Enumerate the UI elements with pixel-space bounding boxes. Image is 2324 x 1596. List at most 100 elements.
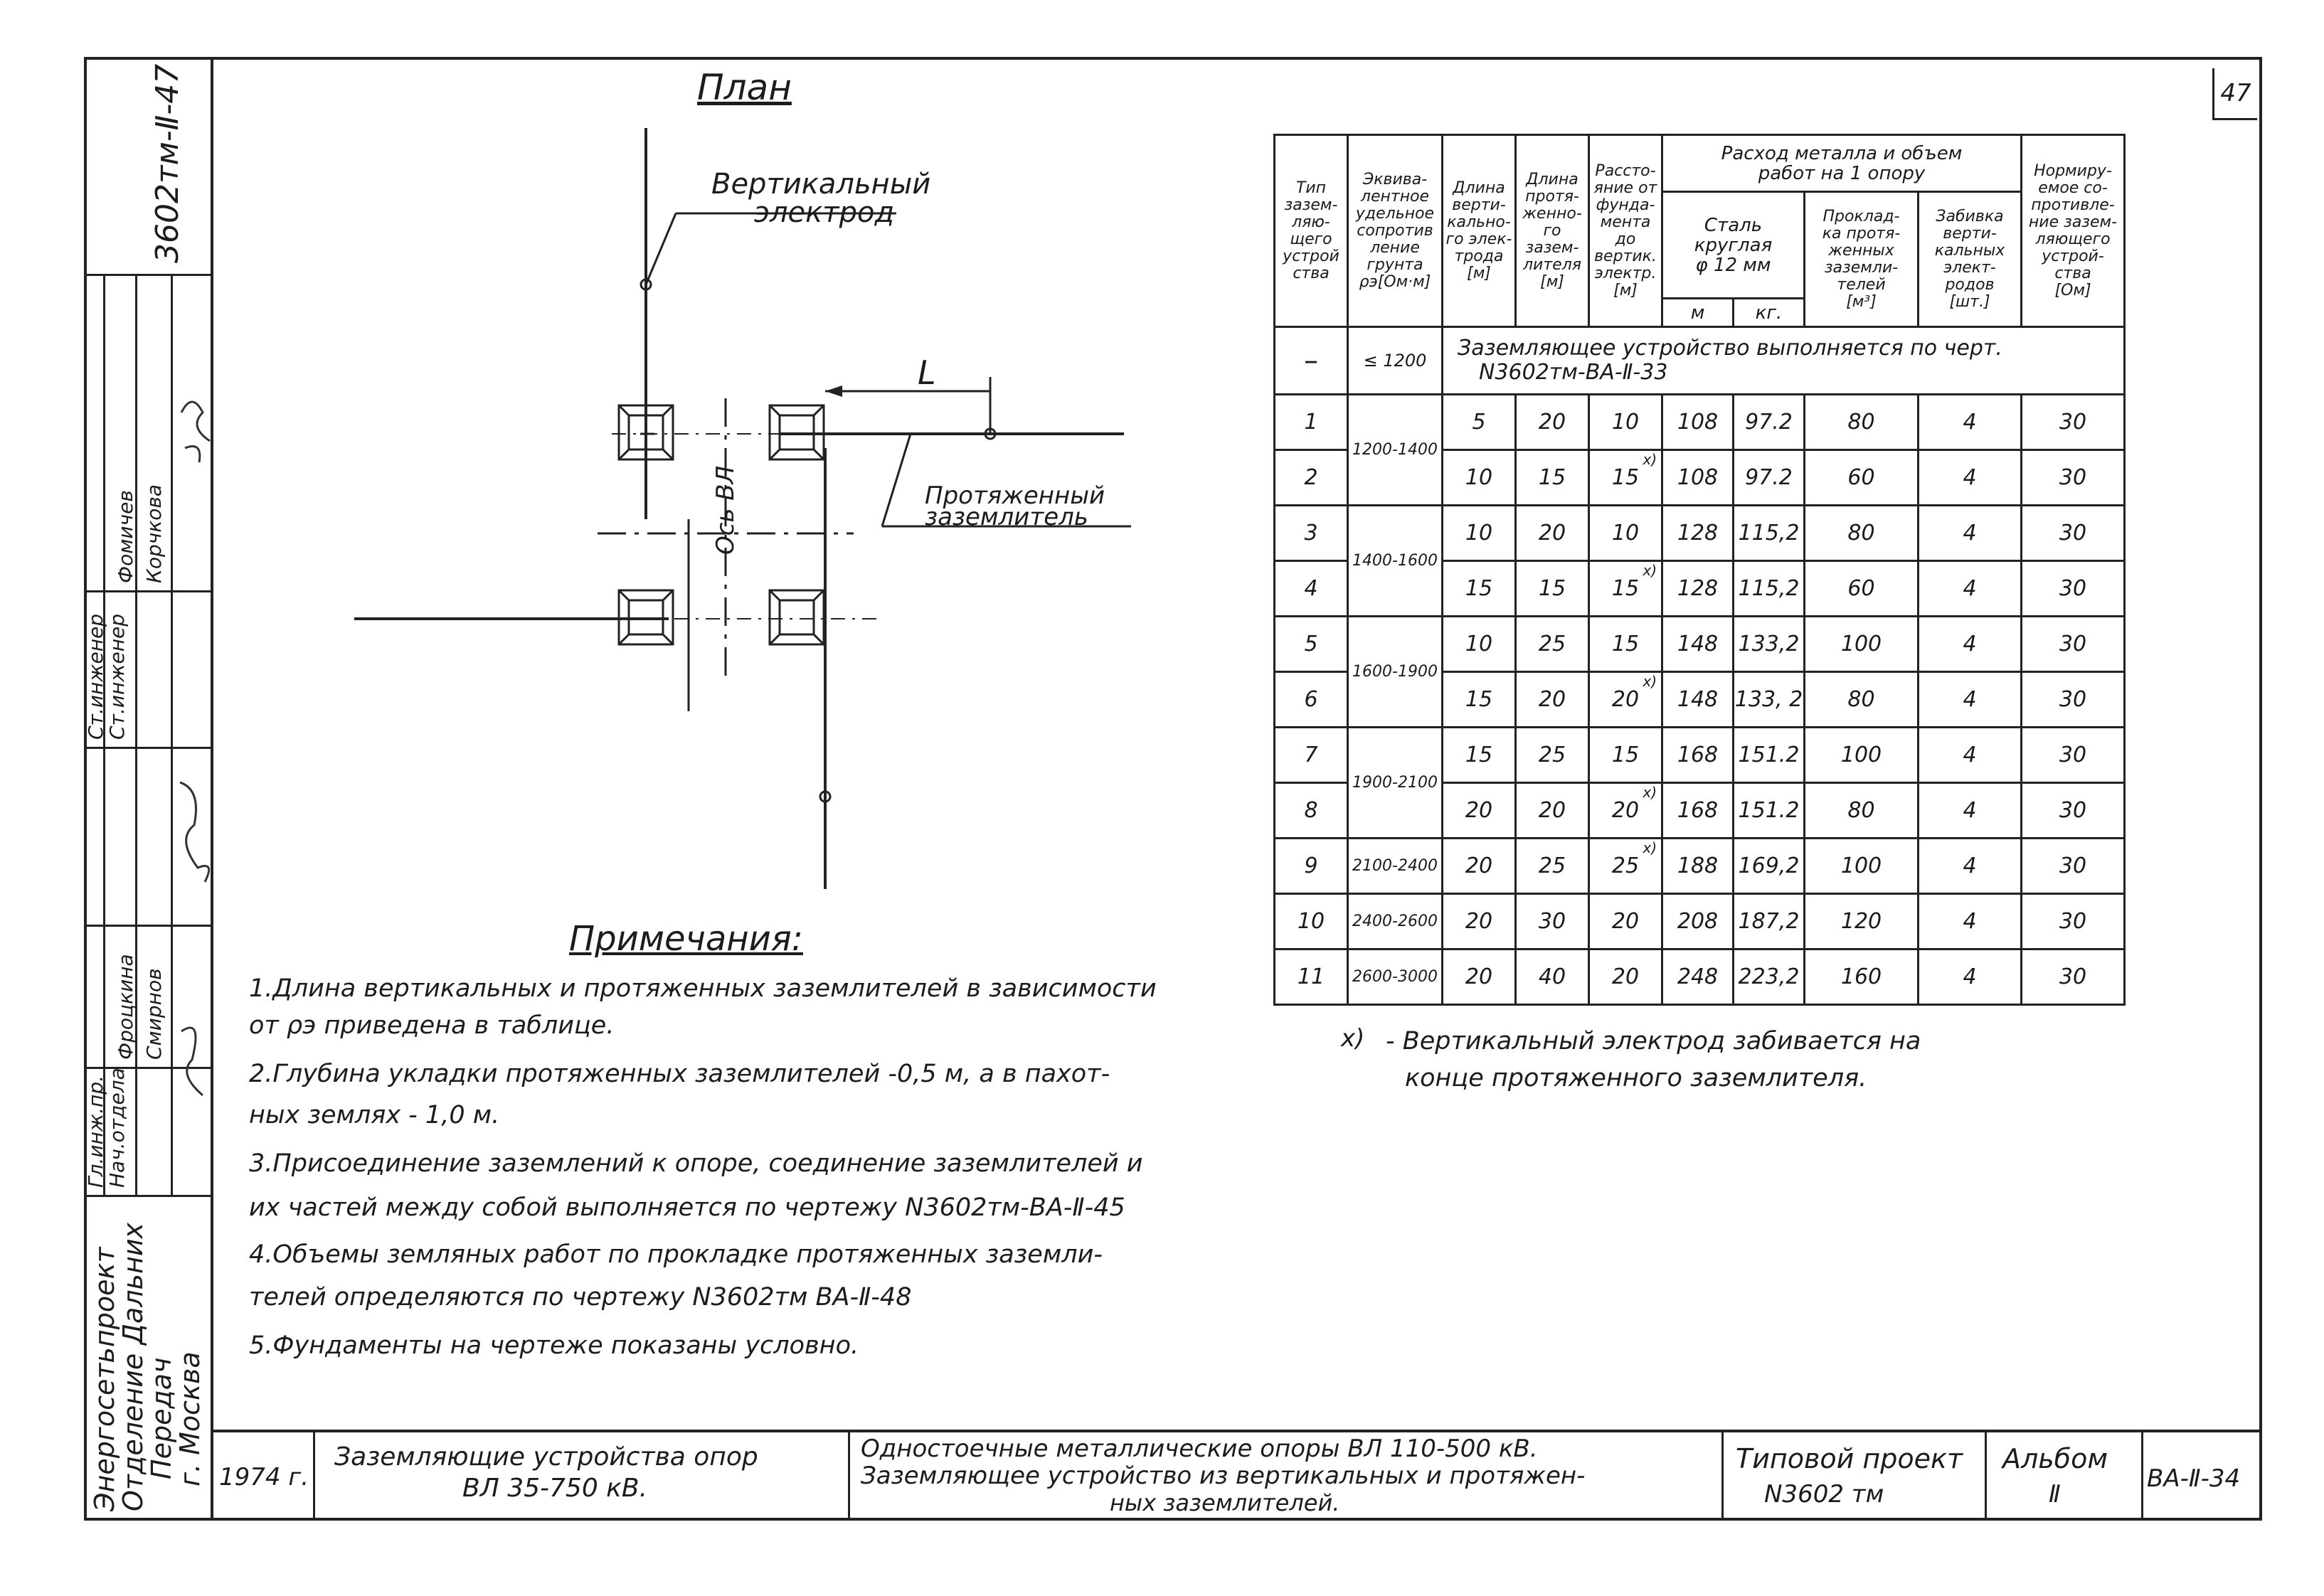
cell-type: 6	[1273, 671, 1349, 728]
header-line: Проклад-	[1822, 207, 1900, 225]
hdr-norm: Нормиру-емое со-противле-ние зазем-ляюще…	[2020, 134, 2126, 328]
cell-h: 15	[1514, 560, 1590, 617]
header-line: ляющего	[2035, 230, 2111, 248]
cell-lay: 80	[1803, 782, 1919, 839]
cell-v: 20	[1441, 948, 1517, 1006]
label-horizontal-2: заземлитель	[925, 503, 1088, 531]
header-line: Длина	[1453, 179, 1505, 197]
row0-type: –	[1273, 326, 1349, 395]
cell-kg: 115,2	[1732, 560, 1805, 617]
note-line: 2.Глубина укладки протяженных заземлител…	[249, 1060, 1110, 1088]
tb-name-1: Заземляющие устройства опор	[334, 1442, 758, 1472]
note-line: 5.Фундаменты на чертеже показаны условно…	[249, 1331, 859, 1360]
dist-value: 15	[1611, 576, 1640, 601]
header-line: устрой-	[2042, 247, 2104, 265]
cell-norm: 30	[2020, 560, 2126, 617]
cell-h: 30	[1514, 893, 1590, 950]
note-line: 4.Объемы земляных работ по прокладке про…	[249, 1240, 1103, 1269]
side-role-3: Ст.инженер	[105, 613, 129, 740]
header-line: родов	[1945, 275, 1995, 294]
side-divider	[84, 1067, 213, 1069]
dist-value: 20	[1611, 687, 1640, 712]
cell-kg: 169,2	[1732, 837, 1805, 895]
cell-kg: 133,2	[1732, 615, 1805, 673]
titleblock-top-border	[213, 1430, 2262, 1432]
dist-value: 10	[1611, 521, 1640, 546]
side-name-3: Корчкова	[142, 484, 166, 583]
cell-norm: 30	[2020, 393, 2126, 451]
cell-equiv: 1400-1600	[1347, 504, 1443, 617]
label-axis: Ось ВЛ	[711, 465, 740, 555]
tb-divider	[1721, 1430, 1724, 1521]
cell-drive: 4	[1917, 560, 2022, 617]
footnote-ref: х)	[1643, 839, 1657, 856]
cell-v: 15	[1441, 560, 1517, 617]
cell-norm: 30	[2020, 671, 2126, 728]
label-vertical-electrode-1: Вертикальный	[711, 168, 931, 201]
header-line: верти-	[1452, 196, 1506, 214]
cell-type: 11	[1273, 948, 1349, 1006]
header-line: кальных	[1934, 241, 2005, 260]
tb-divider	[313, 1430, 315, 1521]
header-line: Эквива-	[1362, 170, 1428, 188]
cell-kg: 151.2	[1732, 726, 1805, 784]
header-line: противле-	[2031, 196, 2115, 214]
cell-kg: 187,2	[1732, 893, 1805, 950]
side-org-1: Энергосетьпроект	[89, 1247, 120, 1511]
tb-desc-1: Одностоечные металлические опоры ВЛ 110-…	[861, 1435, 1538, 1463]
label-horizontal-1: Протяженный	[925, 482, 1105, 510]
cell-kg: 223,2	[1732, 948, 1805, 1006]
header-line: [шт.]	[1949, 292, 1990, 311]
tb-year: 1974 г.	[219, 1463, 309, 1491]
header-line: протя-	[1525, 187, 1579, 206]
cell-m: 208	[1661, 893, 1734, 950]
side-role-4: Ст.инженер	[84, 613, 107, 740]
header-line: мента	[1600, 213, 1651, 231]
cell-h: 15	[1514, 449, 1590, 506]
header-line: ства	[2054, 264, 2091, 282]
header-line: телей	[1837, 275, 1886, 294]
side-divider	[84, 925, 213, 927]
cell-kg: 97.2	[1732, 393, 1805, 451]
cell-h: 25	[1514, 837, 1590, 895]
header-line: до	[1615, 230, 1636, 248]
cell-type: 7	[1273, 726, 1349, 784]
dist-value: 20	[1611, 798, 1640, 823]
cell-lay: 100	[1803, 837, 1919, 895]
cell-m: 168	[1661, 782, 1734, 839]
side-name-4: Фомичев	[114, 490, 137, 583]
side-divider	[171, 274, 173, 1195]
cell-v: 15	[1441, 671, 1517, 728]
cell-dist: х)20	[1588, 782, 1663, 839]
side-role-2: Гл.инж.пр.	[84, 1075, 107, 1188]
page-number: 47	[2212, 68, 2257, 120]
header-line: женно-	[1522, 204, 1582, 223]
plan-drawing	[354, 128, 1131, 889]
header-line: Расход металла и объем	[1721, 142, 1963, 164]
cell-dist: х)25	[1588, 837, 1663, 895]
header-line: электр.	[1594, 264, 1657, 282]
cell-lay: 80	[1803, 671, 1919, 728]
header-line: кально-	[1447, 213, 1511, 231]
cell-norm: 30	[2020, 948, 2126, 1006]
header-line: Сталь	[1704, 214, 1763, 236]
cell-dist: х)15	[1588, 449, 1663, 506]
side-code: 3602тм-Ⅱ-47	[149, 63, 186, 263]
cell-norm: 30	[2020, 782, 2126, 839]
cell-h: 20	[1514, 504, 1590, 562]
side-name-1: Смирнов	[142, 968, 166, 1060]
tb-project-1: Типовой проект	[1736, 1443, 1963, 1474]
cell-equiv: 2600-3000	[1347, 948, 1443, 1006]
cell-equiv: 2400-2600	[1347, 893, 1443, 950]
header-line: фунда-	[1596, 196, 1655, 214]
cell-type: 2	[1273, 449, 1349, 506]
